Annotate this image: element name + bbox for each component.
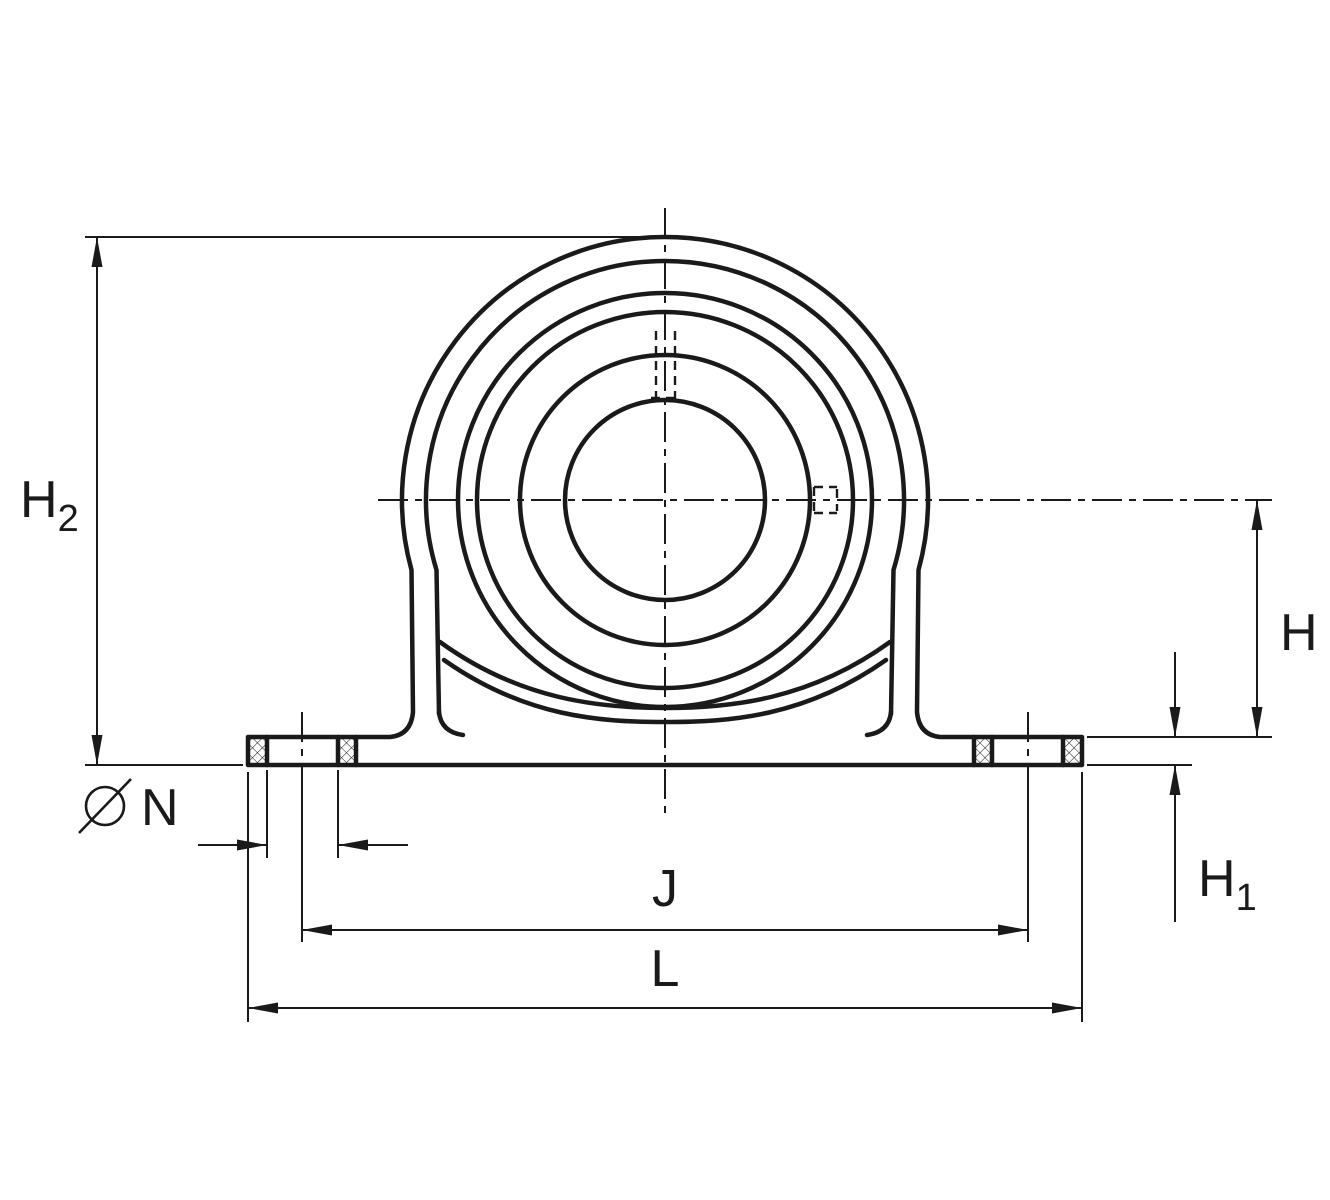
dimension-n: N bbox=[78, 770, 408, 858]
dimension-j: J bbox=[301, 775, 1029, 942]
housing-inner-fillet-left bbox=[436, 709, 466, 738]
l-label: L bbox=[651, 940, 680, 998]
diameter-symbol-circle bbox=[84, 785, 126, 827]
section-hatch bbox=[338, 739, 356, 763]
dimension-h2: H2 bbox=[20, 236, 660, 766]
diameter-symbol bbox=[78, 778, 132, 834]
housing-inner-fillet-right bbox=[864, 709, 894, 738]
housing-outer-profile bbox=[245, 234, 1085, 768]
section-hatch bbox=[249, 739, 267, 763]
lubrication-hole-hidden-lines bbox=[651, 331, 680, 400]
dimension-l: L bbox=[247, 772, 1083, 1022]
section-hatch bbox=[1063, 739, 1081, 763]
j-label: J bbox=[652, 860, 678, 918]
h-label: H bbox=[1280, 604, 1318, 662]
centerlines bbox=[301, 208, 1272, 818]
diameter-symbol-slash bbox=[78, 778, 132, 834]
section-hatch bbox=[974, 739, 992, 763]
h1-label: H1 bbox=[1198, 850, 1257, 919]
dimension-h: H bbox=[1087, 500, 1318, 738]
h2-label: H2 bbox=[20, 471, 79, 540]
dimension-h1: H1 bbox=[1087, 652, 1257, 922]
n-label: N bbox=[141, 779, 179, 837]
